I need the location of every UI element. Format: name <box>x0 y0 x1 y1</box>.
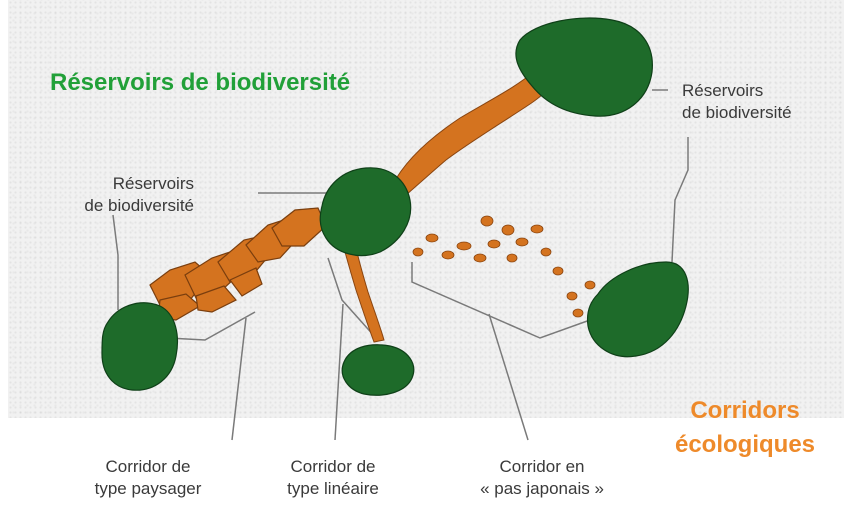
label-corridor-japonais-line1: Corridor en <box>462 456 622 478</box>
label-corridor-lineaire-line2: type linéaire <box>268 478 398 500</box>
label-reservoir-center-line1: Réservoirs <box>56 173 194 195</box>
reservoir-top-right <box>516 18 652 116</box>
label-reservoir-right-line1: Réservoirs <box>682 80 792 102</box>
leader-reservoir-bottom-right <box>672 137 688 262</box>
main-title: Réservoirs de biodiversité <box>50 69 350 97</box>
reservoir-bottom-right <box>587 262 688 357</box>
corridors-title-line2: écologiques <box>660 428 830 462</box>
reservoir-bottom-center <box>342 345 414 395</box>
leader-paysager <box>232 318 246 440</box>
corridors-title: Corridors écologiques <box>660 394 830 462</box>
label-corridor-paysager-line1: Corridor de <box>78 456 218 478</box>
bracket-japonais <box>412 262 590 338</box>
reservoir-center <box>320 168 410 256</box>
corridors-title-line1: Corridors <box>660 394 830 428</box>
label-corridor-japonais: Corridor en « pas japonais » <box>462 456 622 500</box>
label-corridor-japonais-line2: « pas japonais » <box>462 478 622 500</box>
label-corridor-lineaire: Corridor de type linéaire <box>268 456 398 500</box>
label-reservoir-right: Réservoirs de biodiversité <box>682 80 792 124</box>
leader-reservoir-left <box>113 215 118 310</box>
label-corridor-lineaire-line1: Corridor de <box>268 456 398 478</box>
label-corridor-paysager: Corridor de type paysager <box>78 456 218 500</box>
label-corridor-paysager-line2: type paysager <box>78 478 218 500</box>
corridor-paysager-shape <box>150 208 326 320</box>
label-reservoir-center: Réservoirs de biodiversité <box>56 173 194 217</box>
label-reservoir-right-line2: de biodiversité <box>682 102 792 124</box>
reservoir-left <box>102 303 177 390</box>
stepping-stones <box>413 216 595 317</box>
leader-japonais <box>489 314 528 440</box>
label-reservoir-center-line2: de biodiversité <box>56 195 194 217</box>
